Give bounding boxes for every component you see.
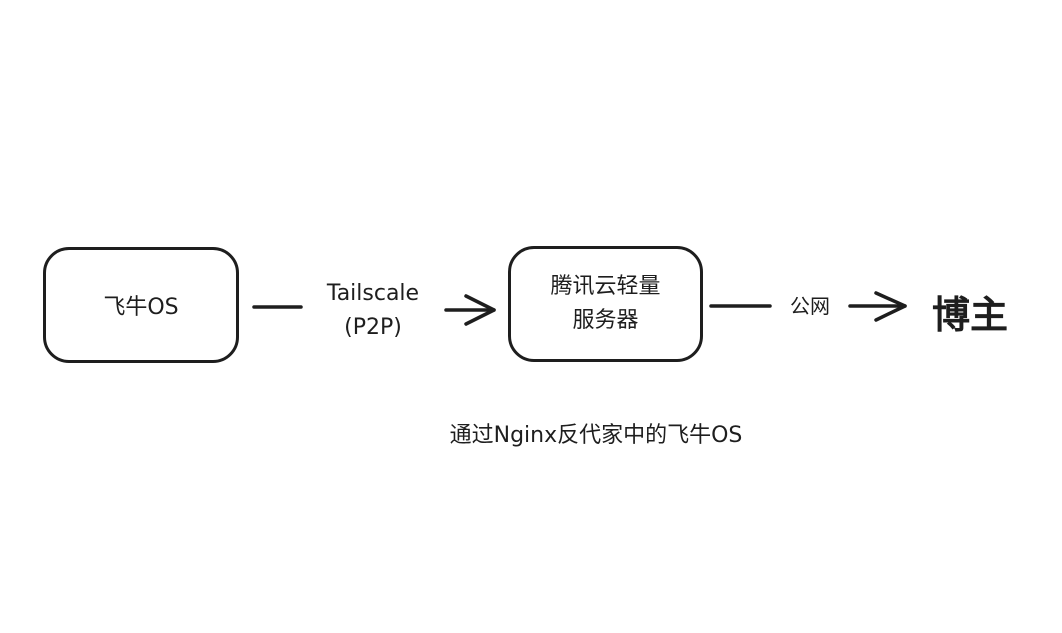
edge-label-public-net: 公网	[790, 294, 830, 318]
arrowhead-1	[444, 294, 496, 326]
node-fnos[interactable]: 飞牛OS	[43, 247, 239, 363]
node-blogger[interactable]: 博主	[931, 293, 1008, 337]
node-tencent-label-line1: 腾讯云轻量	[550, 274, 661, 299]
caption: 通过Nginx反代家中的飞牛OS	[449, 423, 743, 448]
node-fnos-label: 飞牛OS	[103, 295, 179, 320]
edge-label-tailscale-line1: Tailscale	[326, 281, 420, 306]
arrowhead-2	[848, 291, 907, 322]
node-tencent-server[interactable]: 腾讯云轻量 服务器	[508, 246, 703, 362]
edge-label-tailscale: Tailscale (P2P)	[302, 277, 444, 345]
edge-label-tailscale-line2: (P2P)	[344, 315, 402, 340]
node-tencent-label-line2: 服务器	[572, 308, 639, 333]
